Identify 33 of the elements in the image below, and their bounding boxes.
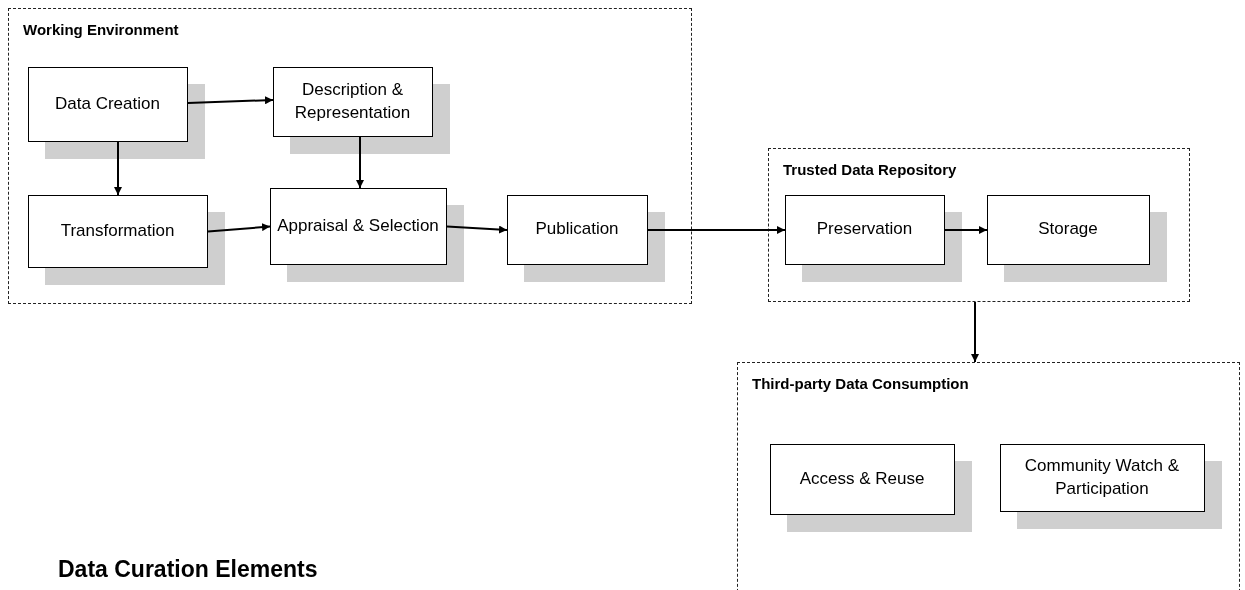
- dashed-group-frame: [8, 8, 692, 304]
- box-label: Publication: [535, 218, 619, 241]
- process-box: [269, 187, 447, 265]
- process-box: [272, 66, 433, 137]
- group-heading: Third-party Data Consumption: [752, 375, 969, 392]
- box-label: Access & Reuse: [799, 467, 925, 490]
- box-label: Community Watch & Participation: [1023, 454, 1181, 500]
- diagram-title: Data Curation Elements: [58, 556, 318, 583]
- process-box: [769, 443, 955, 515]
- group-heading: Trusted Data Repository: [783, 161, 957, 178]
- box-label: Transformation: [60, 219, 175, 242]
- process-box: [999, 443, 1205, 512]
- box-label: Appraisal & Selection: [277, 214, 439, 237]
- box-label: Preservation: [816, 218, 913, 241]
- process-box: [506, 194, 648, 265]
- arrow: [356, 136, 364, 189]
- process-box: [27, 194, 208, 268]
- process-box: [27, 66, 188, 142]
- dashed-group-frame: [768, 148, 1190, 302]
- box-label: Storage: [1038, 218, 1098, 241]
- arrow: [114, 141, 122, 196]
- process-box: [986, 194, 1150, 265]
- arrow: [647, 226, 786, 234]
- arrow: [207, 223, 271, 233]
- box-label: Data Creation: [55, 92, 160, 115]
- group-heading: Working Environment: [23, 21, 179, 38]
- dashed-group-frame: [737, 362, 1240, 590]
- arrow: [446, 225, 508, 234]
- arrow: [971, 301, 979, 363]
- process-box: [784, 194, 945, 265]
- arrow: [944, 226, 988, 234]
- arrow: [187, 96, 274, 105]
- box-label: Description & Representation: [293, 78, 412, 124]
